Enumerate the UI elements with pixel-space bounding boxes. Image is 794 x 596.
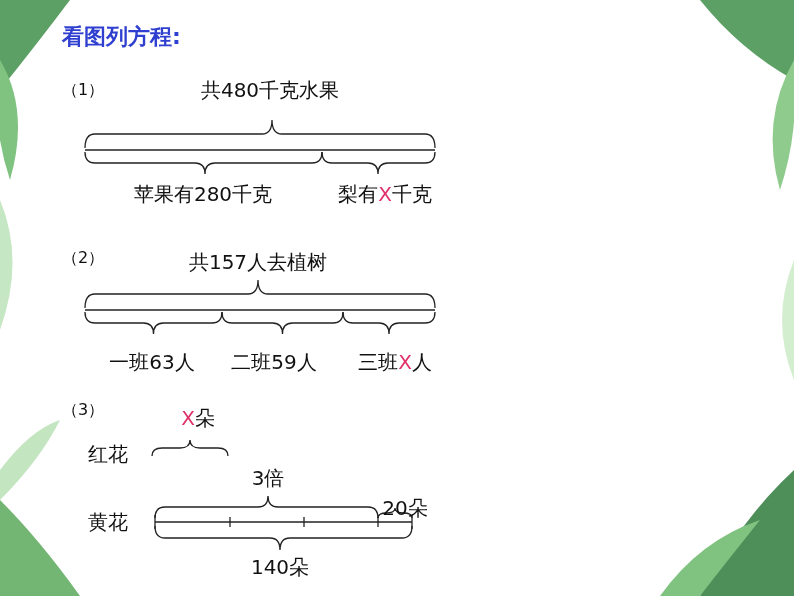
label-group: 梨有X千克 xyxy=(338,182,432,206)
label-text: （3） xyxy=(62,400,104,419)
unknown-x: X xyxy=(398,350,412,374)
leaf xyxy=(0,200,13,330)
brace xyxy=(155,526,412,550)
leaf xyxy=(700,0,794,80)
tick xyxy=(229,517,230,527)
unknown-x: X xyxy=(378,182,392,206)
leaf xyxy=(0,0,70,90)
label-text: 人 xyxy=(412,350,432,374)
label-text: 黄花 xyxy=(88,510,128,534)
label-text: 三班 xyxy=(358,350,398,374)
leaf xyxy=(0,60,18,180)
bar-line xyxy=(85,149,435,150)
label-group: 红花 xyxy=(88,442,128,466)
leaf xyxy=(0,500,80,596)
label-group: 一班63人 xyxy=(109,350,194,374)
brace xyxy=(322,152,435,174)
label-group: 3倍 xyxy=(252,466,285,490)
label-text: 共480千克水果 xyxy=(201,78,339,102)
label-group: （3） xyxy=(62,400,104,419)
label-text: 红花 xyxy=(88,442,128,466)
tick xyxy=(303,517,304,527)
brace xyxy=(222,312,343,334)
label-group: （2） xyxy=(62,248,104,267)
label-text: 共157人去植树 xyxy=(189,250,327,274)
brace xyxy=(152,440,228,456)
label-group: （1） xyxy=(62,80,104,99)
brace xyxy=(343,312,435,334)
bar-line xyxy=(85,309,435,310)
label-group: 三班X人 xyxy=(358,350,432,374)
label-group: 共157人去植树 xyxy=(189,250,327,274)
label-text: 二班59人 xyxy=(231,350,316,374)
label-group: 苹果有280千克 xyxy=(134,182,272,206)
brace xyxy=(85,120,435,148)
bar-line xyxy=(155,521,412,522)
label-group: 140朵 xyxy=(251,555,309,579)
leaf xyxy=(773,60,794,190)
label-text: 苹果有280千克 xyxy=(134,182,272,206)
label-text: 一班63人 xyxy=(109,350,194,374)
label-group: 20朵 xyxy=(382,496,427,520)
label-group: X朵 xyxy=(181,406,215,430)
label-text: 千克 xyxy=(392,182,432,206)
brace xyxy=(85,280,435,308)
label-text: 140朵 xyxy=(251,555,309,579)
label-text: 朵 xyxy=(195,406,215,430)
tick xyxy=(377,517,378,527)
label-group: 共480千克水果 xyxy=(201,78,339,102)
label-text: 3倍 xyxy=(252,466,285,490)
brace xyxy=(85,152,322,174)
label-text: 梨有 xyxy=(338,182,378,206)
slide-title: 看图列方程: xyxy=(62,22,181,52)
leaf xyxy=(0,420,60,500)
leaf xyxy=(660,520,760,596)
label-text: 20朵 xyxy=(382,496,427,520)
leaf xyxy=(782,260,794,380)
label-text: （1） xyxy=(62,80,104,99)
unknown-x: X xyxy=(181,406,195,430)
label-text: （2） xyxy=(62,248,104,267)
brace xyxy=(155,496,378,518)
label-group: 二班59人 xyxy=(231,350,316,374)
label-group: 黄花 xyxy=(88,510,128,534)
brace xyxy=(85,312,222,334)
